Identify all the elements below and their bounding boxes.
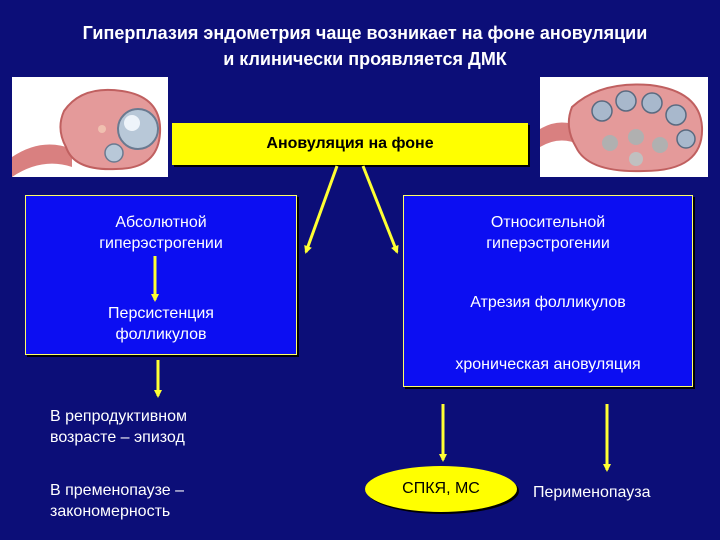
pcos-oval: СПКЯ, МС <box>365 466 517 512</box>
chronic-anovulation-label: хроническая ановуляция <box>455 356 641 373</box>
perimenopause-label: Перименопауза <box>533 484 651 501</box>
anovulation-box: Ановуляция на фоне <box>172 123 528 165</box>
left-ovary-illustration <box>12 88 162 177</box>
right-ovary-image <box>540 77 708 177</box>
slide-title: Гиперплазия эндометрия чаще возникает на… <box>10 20 720 72</box>
title-line-2: и клинически проявляется ДМК <box>223 49 507 69</box>
pcos-label: СПКЯ, МС <box>402 480 480 497</box>
absolute-hyperestrogenism-box: Абсолютной гиперэстрогении Персистенция … <box>25 195 297 355</box>
follicle-persistence-label: Персистенция фолликулов <box>108 305 214 343</box>
relative-hyperestrogenism-box: Относительной гиперэстрогении Атрезия фо… <box>403 195 693 387</box>
reproductive-age-text: В репродуктивном возрасте – эпизод <box>50 408 188 446</box>
premenopause-text: В пременопаузе – закономерность <box>50 482 184 520</box>
arrow-to-relative <box>361 165 399 254</box>
title-line-1: Гиперплазия эндометрия чаще возникает на… <box>82 23 648 43</box>
relative-hyperestrogenism-label: Относительной гиперэстрогении <box>486 214 610 252</box>
absolute-hyperestrogenism-label: Абсолютной гиперэстрогении <box>99 214 223 252</box>
arrow-to-absolute <box>304 165 339 254</box>
anovulation-label: Ановуляция на фоне <box>266 135 434 152</box>
follicle-atresia-label: Атрезия фолликулов <box>470 294 626 311</box>
right-ovary-illustration <box>540 83 704 173</box>
left-ovary-image <box>12 77 168 177</box>
